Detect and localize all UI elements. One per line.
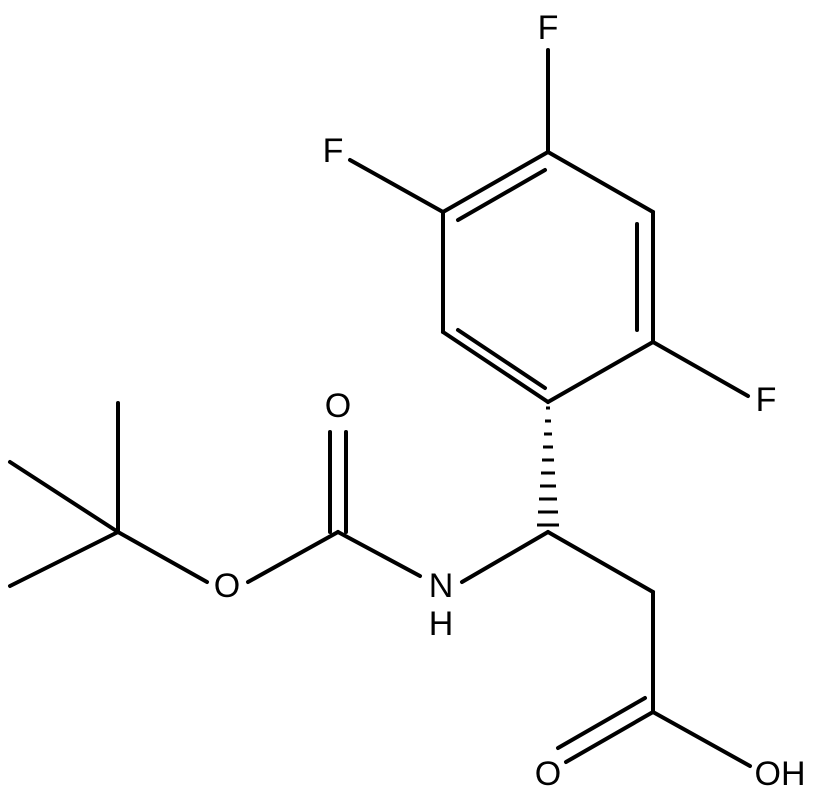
atom-o-acid: O [535,755,561,793]
ring-bond-top-right [546,150,655,214]
ring-bond-bottom-left-inner [456,328,547,390]
bond-cooh-o-1 [564,710,655,764]
atom-f-left: F [323,132,344,170]
bond-tbu-methyl-down [8,530,120,588]
ring-bond-top-left-inner [456,168,547,222]
bond-tbu-methyl-left [8,460,120,534]
bond-carbonyl-ester-o [246,530,340,584]
bond-ring-f-left [348,158,445,214]
ring-bond-bottom-left [441,330,550,404]
bond-cooh-o-2 [556,696,647,750]
bond-ring-f-right [651,340,750,398]
aryl-ring [441,150,655,404]
ring-bond-top-left [441,150,550,214]
bond-chiral-ch2 [546,530,655,594]
atom-n: N [429,567,454,605]
atom-f-top: F [538,9,559,47]
atom-o-carbonyl-boc: O [325,387,351,425]
bond-ester-o-tbu [116,530,209,584]
atom-oh: OH [755,755,806,793]
atom-o-ester: O [214,567,240,605]
bond-chiral-n [460,530,550,584]
ring-bond-bottom-right [546,340,655,404]
bond-cooh-oh [651,710,752,768]
bond-n-carbonyl [336,530,422,578]
atom-f-right: F [756,381,777,419]
atom-n-h: H [429,605,454,643]
hashed-wedge-bond [537,406,559,527]
